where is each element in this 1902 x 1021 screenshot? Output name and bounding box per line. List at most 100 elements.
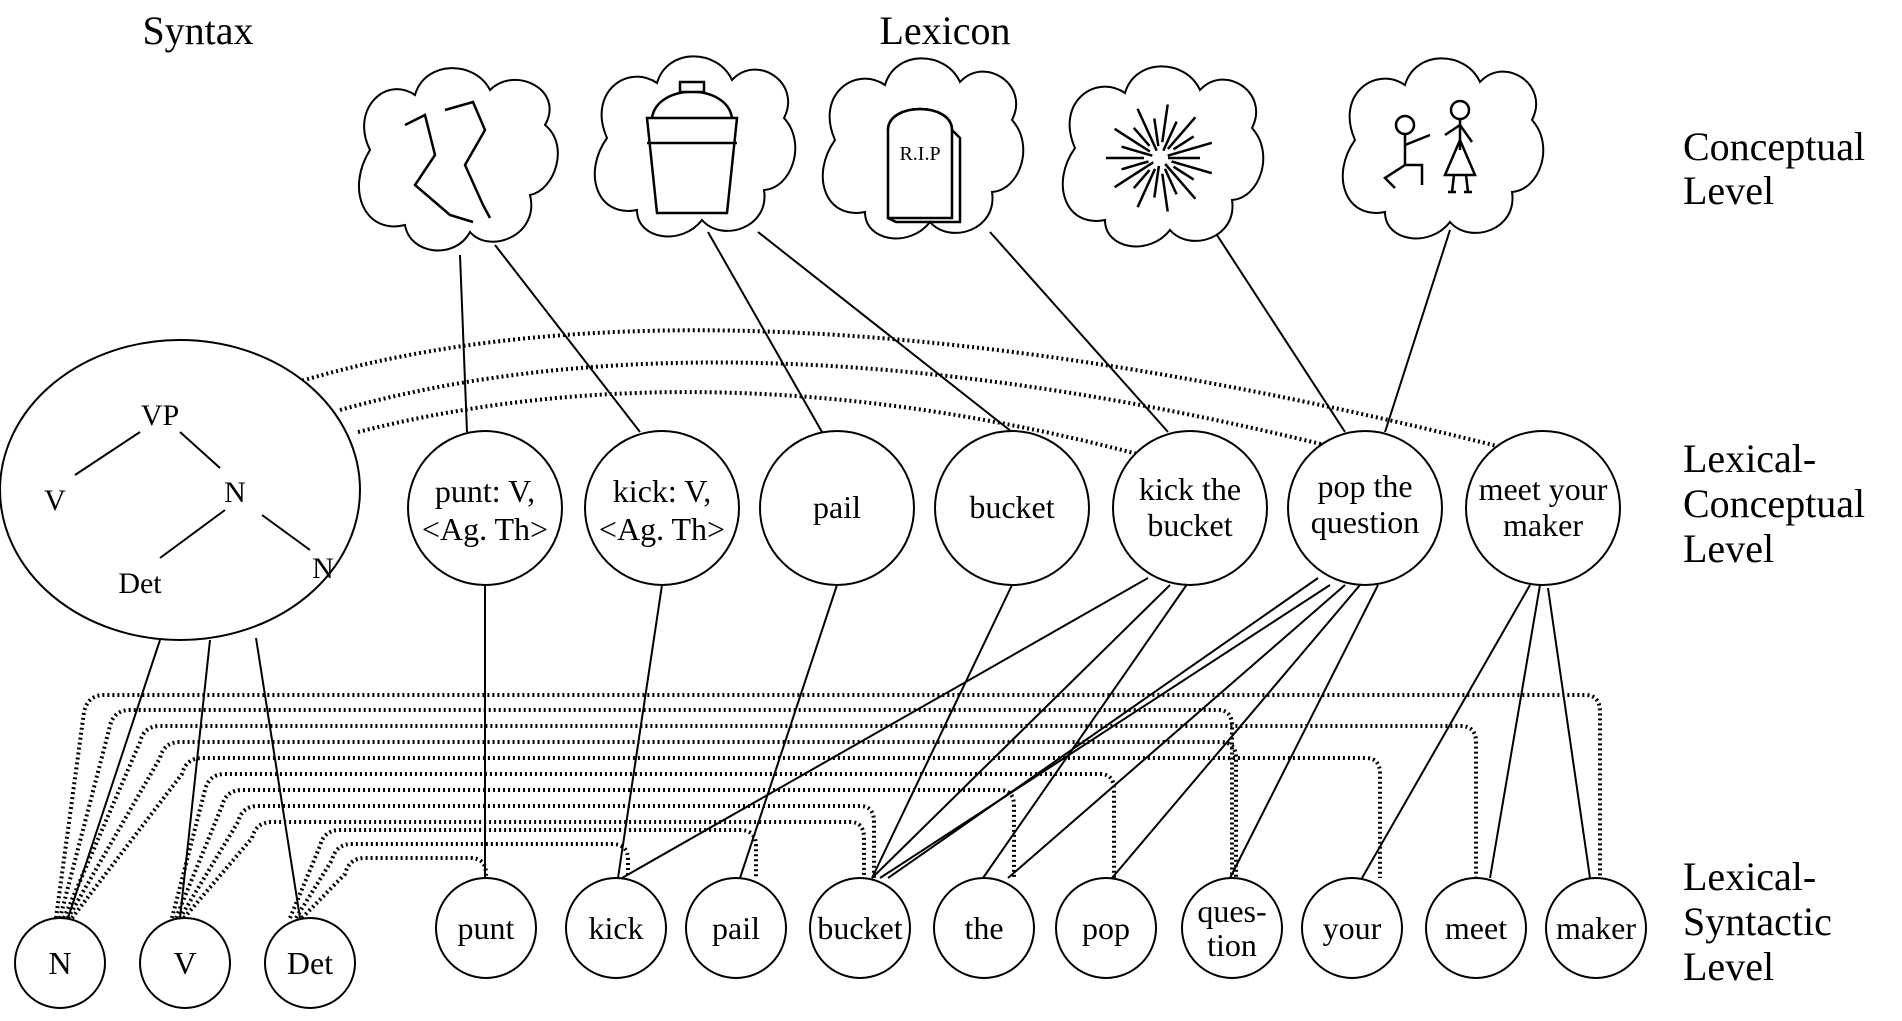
link-v-pop [70,756,1382,920]
form-your-label: your [1323,910,1382,946]
link-n-maker [54,693,1602,919]
lexical-syntactic-level-label: Lexical- Syntactic Level [1683,854,1832,989]
form-bucket-label: bucket [817,910,902,946]
burst-ray [1121,145,1153,157]
lemma-kick-the-bucket-line-2: bucket [1147,507,1232,543]
burst-ray [1153,165,1161,198]
concept-bucket [593,55,797,238]
form-maker-label: maker [1556,910,1636,946]
form-punt-label: punt [458,910,515,946]
lemma-pop-the-question-line-1: pop the [1317,468,1412,504]
form-question: ques- tion [1181,877,1283,979]
tree-det: Det [118,567,162,600]
lemma-bucket-label: bucket [969,489,1054,525]
form-bucket: bucket [809,877,911,979]
lexical-syntactic-level-line-1: Lexical- [1683,854,1816,899]
lemma-meet-your-maker: meet your maker [1465,430,1621,586]
concept-leg [358,67,559,252]
burst-ray [1171,160,1213,175]
conceptual-level-label: Conceptual Level [1683,124,1865,213]
link-v-kick [288,828,758,919]
leg-icon [404,100,492,224]
link-n-question [66,740,1238,919]
category-det-label: Det [287,945,333,981]
category-n-label: N [48,945,71,981]
kneeling-proposal-icon [1383,99,1477,194]
form-kick: kick [565,877,667,979]
link-v-punt [294,842,630,920]
form-to-category-links [54,693,1602,920]
category-det: Det [264,917,356,1009]
cloud-shape [821,57,1025,240]
lexical-conceptual-level-line-3: Level [1683,526,1774,571]
lexical-syntactic-level-line-2: Syntactic [1683,899,1832,944]
cloud-shape [1061,65,1265,248]
concept-proposal [1341,57,1545,240]
concept-burst [1061,65,1265,248]
link-syntax-pop-the-question [339,360,1346,452]
link-det-punt [300,856,488,920]
tree-v: V [44,484,66,517]
syntax-to-category-links [67,637,301,919]
cloud-shape [1341,57,1545,240]
burst-ray [1132,126,1151,147]
lemma-kick: kick: V, <Ag. Th> [584,430,740,586]
burst-ray [1172,135,1195,151]
tree-n: N [224,476,246,509]
lexicon-header: Lexicon [879,8,1010,53]
concept-to-lemma-links [459,229,1451,433]
tombstone-icon: R.I.P [886,107,962,224]
lemma-punt-line-2: <Ag. Th> [422,511,548,547]
form-maker: maker [1545,877,1647,979]
lexical-conceptual-level-line-1: Lexical- [1683,436,1816,481]
burst-ray [1113,161,1154,189]
burst-ray [1161,173,1169,212]
link-syntax-meet-your-maker [287,328,1506,450]
burst-ray [1162,121,1178,152]
burst-ray [1153,118,1160,147]
link-n-meet [58,708,1234,919]
lemma-pop-the-question-line-2: question [1311,504,1419,540]
lemma-punt-line-1: punt: V, [435,473,535,509]
starburst-icon [1106,104,1213,212]
burst-ray [1164,163,1197,200]
syntax-frame: VP V N Det N [0,339,361,641]
lemma-bucket: bucket [934,430,1090,586]
burst-ray [1163,168,1178,195]
category-v: V [139,917,231,1009]
form-your: your [1301,877,1403,979]
tombstone-label: R.I.P [899,143,940,165]
lexical-conceptual-level-label: Lexical- Conceptual Level [1683,436,1865,571]
tree-vp: VP [141,399,179,432]
link-n-pail [178,804,876,920]
category-v-label: V [173,945,196,981]
form-kick-label: kick [588,910,643,946]
lemma-pop-the-question: pop the question [1287,430,1443,586]
form-pop-label: pop [1082,910,1130,946]
lemma-meet-your-maker-line-2: maker [1503,507,1583,543]
lemma-meet-your-maker-line-1: meet your [1479,471,1608,507]
category-n: N [14,917,106,1009]
burst-ray [1161,104,1169,143]
tree-n2: N [312,552,334,585]
burst-ray [1172,165,1195,181]
burst-ray [1166,116,1197,150]
form-punt: punt [435,877,537,979]
lexical-conceptual-level-line-2: Conceptual [1683,481,1865,526]
cloud-shape [593,55,797,238]
lemma-punt: punt: V, <Ag. Th> [407,430,563,586]
form-meet: meet [1425,877,1527,979]
concept-grave: R.I.P [821,57,1025,240]
form-meet-label: meet [1445,910,1507,946]
lemma-pail-label: pail [813,489,861,525]
burst-ray [1113,127,1151,153]
syntax-header: Syntax [142,8,253,53]
lexical-syntactic-level-line-3: Level [1683,944,1774,989]
burst-ray [1167,141,1213,157]
form-the-label: the [964,910,1003,946]
cloud-shape [358,67,559,252]
syntax-ellipse [0,339,361,641]
conceptual-level-line-1: Conceptual [1683,124,1865,169]
bucket-icon [645,80,739,215]
